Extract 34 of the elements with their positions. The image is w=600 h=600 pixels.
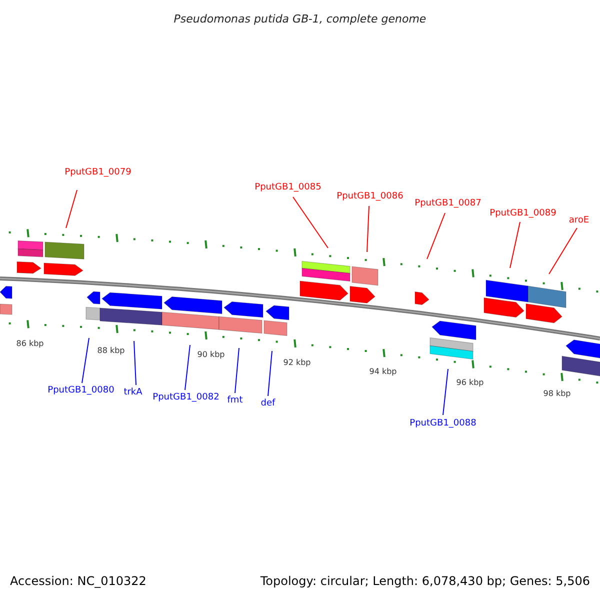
- leader-line: [134, 340, 136, 386]
- gene-label: PputGB1_0079: [64, 168, 132, 178]
- leader-line: [442, 368, 448, 416]
- gene-label: trkA: [124, 388, 142, 398]
- accession-text: Accession: NC_010322: [10, 575, 146, 587]
- scale-label: 94 kbp: [369, 368, 397, 376]
- gene-label: PputGB1_0080: [48, 386, 114, 396]
- genome-info-text: Topology: circular; Length: 6,078,430 bp; Genes: 5,506: [260, 575, 590, 587]
- leader-line: [510, 222, 520, 268]
- scale-label: 86 kbp: [16, 340, 44, 348]
- scale-label: 88 kbp: [97, 347, 125, 355]
- leader-line: [234, 348, 240, 394]
- leader-line: [426, 212, 446, 260]
- gene-label: aroE: [568, 216, 590, 226]
- gene-label: PputGB1_0082: [152, 394, 220, 402]
- scale-label: 98 kbp: [543, 390, 571, 398]
- leader-line: [82, 338, 90, 384]
- leader-line: [66, 190, 78, 228]
- gene-label: PputGB1_0085: [254, 184, 322, 192]
- gene-label: def: [260, 400, 276, 408]
- gene-label: PputGB1_0088: [410, 420, 476, 428]
- gene-label: PputGB1_0089: [490, 210, 556, 218]
- scale-label: 96 kbp: [456, 379, 484, 387]
- gene-label: PputGB1_0087: [414, 200, 482, 208]
- gene-label: PputGB1_0086: [336, 192, 404, 202]
- leader-line: [292, 196, 328, 248]
- title: Pseudomonas putida GB-1, complete genome: [174, 14, 426, 24]
- scale-label: 90 kbp: [197, 351, 225, 359]
- leader-line: [548, 228, 578, 274]
- scale-label: 92 kbp: [283, 359, 311, 367]
- leader-line: [366, 206, 370, 252]
- leader-line: [268, 350, 272, 396]
- leader-line: [184, 344, 190, 390]
- gene-label: fmt: [227, 396, 243, 406]
